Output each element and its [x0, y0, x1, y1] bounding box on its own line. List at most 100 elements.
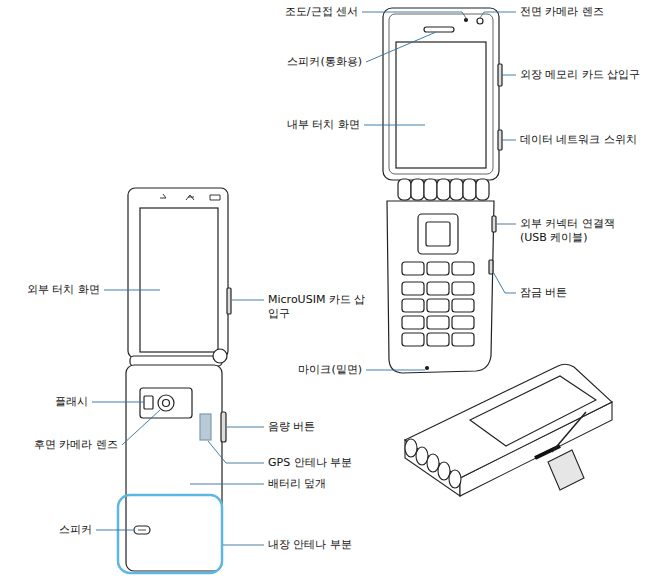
- rear-lens-inner: [163, 400, 170, 407]
- sim-card: [548, 450, 584, 490]
- flash: [144, 396, 153, 409]
- key: [452, 316, 474, 329]
- rear-lens: [158, 395, 174, 411]
- antenna-region: [118, 495, 222, 573]
- card-insert-figure: [405, 364, 612, 496]
- key: [402, 282, 424, 295]
- upper-housing: [383, 8, 499, 180]
- gps-antenna: [200, 414, 211, 440]
- hinge-segment: [398, 179, 411, 200]
- front-housing: [128, 188, 228, 358]
- part-label: 스피커: [59, 523, 92, 537]
- part-label: 스피커(통화용): [287, 55, 362, 69]
- hinge-end: [213, 349, 227, 363]
- part-label: 후면 카메라 렌즈: [34, 438, 118, 452]
- part-label: 외부 터치 화면: [27, 283, 100, 297]
- usb-jack: [492, 216, 496, 232]
- part-label: 외장 메모리 카드 삽입구: [520, 68, 641, 82]
- speaker-slot: [138, 530, 146, 531]
- part-label: 배터리 덮개: [268, 477, 327, 491]
- closed-screen: [470, 376, 596, 446]
- outer-screen: [140, 208, 218, 352]
- hinge-segment: [463, 179, 476, 200]
- memory-slot: [498, 64, 502, 86]
- key: [427, 299, 449, 312]
- leader-line: [366, 32, 436, 62]
- open-phone: [383, 8, 502, 373]
- sensor-dot: [465, 19, 468, 22]
- part-label: 전면 카메라 렌즈: [520, 5, 604, 19]
- top-face: [405, 364, 612, 478]
- leader-line: [502, 140, 516, 141]
- leader-line: [364, 125, 425, 126]
- leader-line: [497, 224, 516, 225]
- key: [427, 282, 449, 295]
- key: [452, 262, 474, 275]
- top-icons: [160, 194, 220, 200]
- front-camera: [477, 18, 483, 24]
- hinge-segment: [437, 179, 450, 200]
- leader-line: [480, 12, 516, 18]
- lower-housing: [387, 201, 494, 373]
- hinge-roll: [449, 470, 461, 488]
- key: [402, 299, 424, 312]
- hinge-segment: [424, 179, 437, 200]
- hinge-segment: [411, 179, 424, 200]
- speaker-grille: [134, 526, 150, 534]
- leader-line: [492, 270, 516, 293]
- leader-line: [92, 402, 144, 403]
- key: [427, 333, 449, 346]
- key: [452, 299, 474, 312]
- leader-line: [362, 12, 466, 18]
- hinge-roll: [416, 447, 428, 465]
- eject-pin: [552, 412, 586, 452]
- key: [427, 316, 449, 329]
- leader-lines: [92, 12, 516, 545]
- usim-slot: [227, 288, 231, 314]
- part-label: 음량 버튼: [268, 420, 316, 434]
- key: [402, 316, 424, 329]
- hinge-roll: [405, 439, 417, 457]
- key: [427, 262, 449, 275]
- part-label: MicroUSIM 카드 삽입구: [268, 293, 368, 321]
- call-speaker: [424, 27, 454, 32]
- hinge-roll: [427, 454, 439, 472]
- part-label: 마이크(밑면): [298, 363, 362, 377]
- leader-line: [502, 75, 516, 76]
- leader-line: [208, 441, 264, 463]
- leader-line: [122, 410, 160, 445]
- hinge-segment: [476, 179, 489, 200]
- leader-line: [232, 300, 264, 301]
- hinge-segment: [450, 179, 463, 200]
- network-switch: [498, 130, 502, 150]
- part-label: 내장 안테나 부분: [268, 538, 352, 552]
- key: [402, 333, 424, 346]
- hinge-roll: [438, 462, 450, 480]
- leader-line: [96, 530, 133, 531]
- volume-button: [221, 412, 226, 442]
- leader-line: [366, 370, 425, 371]
- leader-line: [227, 427, 264, 428]
- leader-line: [104, 290, 160, 291]
- camera-module: [140, 388, 192, 418]
- part-label: GPS 안테나 부분: [268, 456, 352, 470]
- part-label: 조도/근접 센서: [285, 5, 358, 19]
- lock-button: [489, 260, 493, 274]
- key: [452, 282, 474, 295]
- key: [402, 262, 424, 275]
- part-label: 외부 커넥터 연결잭 (USB 케이블): [520, 217, 628, 245]
- back-housing: [126, 365, 222, 571]
- key: [452, 333, 474, 346]
- inner-screen: [396, 42, 486, 168]
- part-label: 플래시: [55, 395, 88, 409]
- nav-pad: [418, 214, 458, 254]
- upper-bezel: [389, 14, 493, 174]
- closed-phone: [118, 188, 231, 573]
- leader-line: [190, 484, 264, 485]
- leader-line: [223, 545, 264, 546]
- part-label: 잠금 버튼: [520, 286, 568, 300]
- part-label: 내부 터치 화면: [287, 118, 360, 132]
- mic-hole: [426, 367, 429, 370]
- part-label: 데이터 네트워크 스위치: [520, 133, 637, 147]
